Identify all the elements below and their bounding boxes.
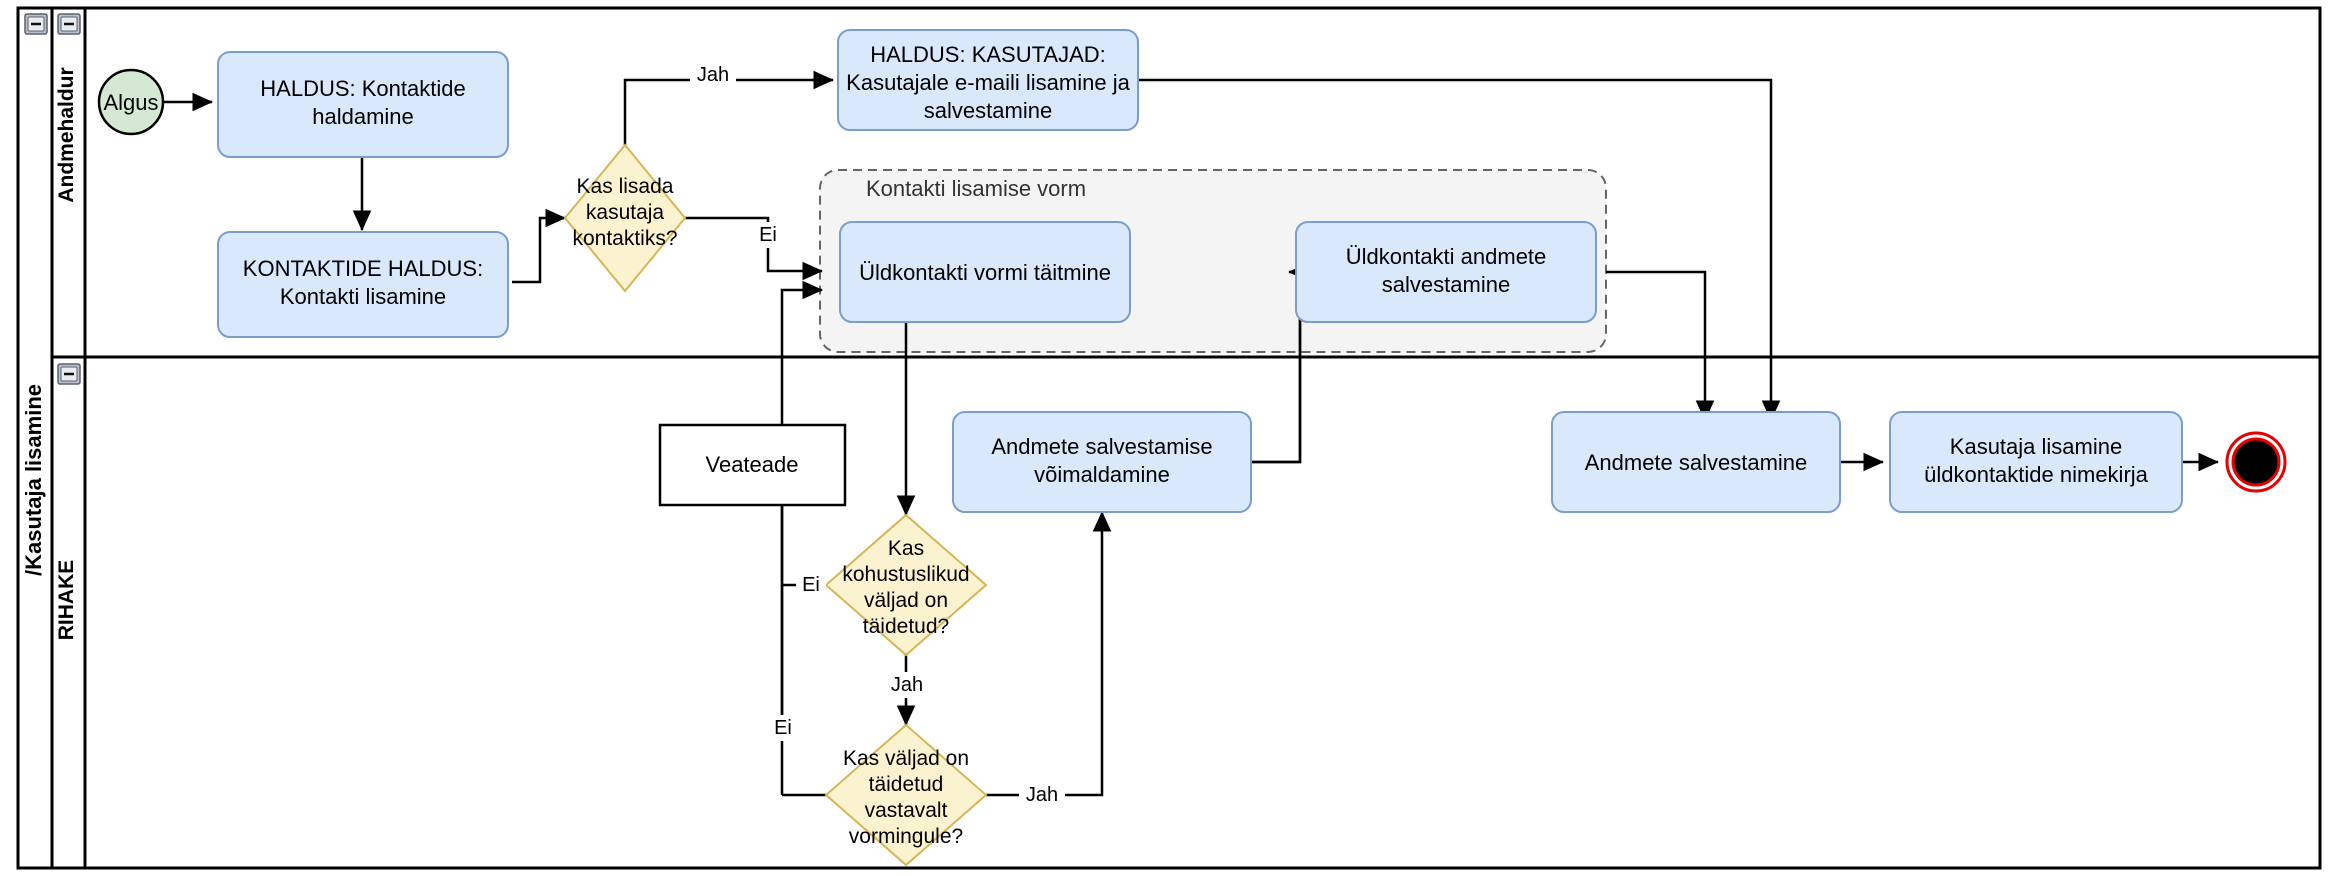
- task-label-t6-line2: võimaldamine: [1034, 462, 1170, 487]
- task-label-t6-line1: Andmete salvestamise: [991, 434, 1212, 459]
- task-haldus-kontaktide-haldamine[interactable]: HALDUS: Kontaktide haldamine: [217, 51, 509, 158]
- task-label-t2-line1: KONTAKTIDE HALDUS:: [243, 256, 483, 281]
- flow-label-g3-yes: Jah: [1026, 784, 1058, 806]
- end-event[interactable]: [2225, 431, 2287, 493]
- flow-label-g3-no: Ei: [774, 717, 792, 739]
- gateway-label-g2-line3: väljad on: [864, 589, 948, 612]
- lane-label-andmehaldur: Andmehaldur: [55, 67, 78, 202]
- task-label-t3-line3: salvestamine: [924, 98, 1052, 123]
- annotation-veateade: Veateade: [658, 423, 847, 507]
- task-label-t8-line2: üldkontaktide nimekirja: [1924, 462, 2149, 487]
- task-uldkontakti-andmete-salvestamine[interactable]: Üldkontakti andmete salvestamine: [1295, 221, 1597, 323]
- task-andmete-salvestamine[interactable]: Andmete salvestamine: [1551, 411, 1841, 513]
- flow-label-g1-yes: Jah: [697, 64, 729, 86]
- gateway-label-g1-line1: Kas lisada: [577, 175, 674, 198]
- start-event-label: Algus: [103, 90, 158, 115]
- task-label-t5-line2: salvestamine: [1382, 272, 1510, 297]
- start-event-algus[interactable]: Algus: [97, 68, 165, 136]
- gateway-kas-kohustuslikud-valjad-taidetud[interactable]: Kas kohustuslikud väljad on täidetud?: [824, 513, 988, 657]
- task-label-t1-line2: haldamine: [312, 104, 414, 129]
- gateway-label-g1-line2: kasutaja: [586, 201, 665, 224]
- gateway-label-g3-line4: vormingule?: [849, 825, 963, 848]
- task-label-t8-line1: Kasutaja lisamine: [1950, 434, 2122, 459]
- group-title: Kontakti lisamise vorm: [866, 176, 1086, 201]
- task-label-t4-line1: Üldkontakti vormi täitmine: [859, 260, 1111, 285]
- lane-collapse-icon-rihake[interactable]: [57, 363, 81, 385]
- flow-label-g2-no: Ei: [802, 574, 820, 596]
- gateway-kas-lisada-kasutaja-kontaktiks[interactable]: Kas lisada kasutaja kontaktiks?: [563, 143, 687, 293]
- pool-frame: [16, 6, 2322, 870]
- flow-labels: Jah Ei Ei Jah Ei Jah: [690, 62, 1065, 808]
- gateway-label-g2-line1: Kas: [888, 537, 924, 560]
- lane-collapse-icon-andmehaldur[interactable]: [57, 13, 81, 35]
- annotation-label-veateade: Veateade: [706, 452, 799, 477]
- task-kasutaja-lisamine-uldkontaktide-nimekirja[interactable]: Kasutaja lisamine üldkontaktide nimekirj…: [1889, 411, 2183, 513]
- pool-collapse-icon[interactable]: [24, 13, 48, 35]
- gateway-label-g3-line2: täidetud: [869, 773, 944, 796]
- task-uldkontakti-vormi-taitmine[interactable]: Üldkontakti vormi täitmine: [839, 221, 1131, 323]
- gateway-label-g3-line3: vastavalt: [865, 799, 948, 822]
- task-label-t3-line1: HALDUS: KASUTAJAD:: [870, 42, 1106, 67]
- gateway-kas-valjad-taidetud-vormingule[interactable]: Kas väljad on täidetud vastavalt vorming…: [824, 723, 988, 867]
- gateway-label-g2-line2: kohustuslikud: [842, 563, 969, 586]
- pool-label: /Kasutaja lisamine: [21, 384, 46, 576]
- task-label-t7-line1: Andmete salvestamine: [1585, 450, 1808, 475]
- task-andmete-salvestamise-voimaldamine[interactable]: Andmete salvestamise võimaldamine: [952, 411, 1252, 513]
- flow-label-g2-yes: Jah: [891, 674, 923, 696]
- gateway-label-g1-line3: kontaktiks?: [572, 227, 677, 250]
- flow-label-g1-no: Ei: [759, 224, 777, 246]
- task-label-t3-line2: Kasutajale e-maili lisamine ja: [846, 70, 1130, 95]
- gateway-label-g2-line4: täidetud?: [863, 615, 949, 638]
- lane-label-rihake: RIHAKE: [55, 560, 78, 641]
- task-kontaktide-haldus-kontakti-lisamine[interactable]: KONTAKTIDE HALDUS: Kontakti lisamine: [217, 231, 509, 338]
- task-label-t5-line1: Üldkontakti andmete: [1346, 244, 1547, 269]
- task-label-t2-line2: Kontakti lisamine: [280, 284, 446, 309]
- task-haldus-kasutajad-email[interactable]: HALDUS: KASUTAJAD: Kasutajale e-maili li…: [837, 29, 1139, 131]
- task-label-t1-line1: HALDUS: Kontaktide: [260, 76, 465, 101]
- gateway-label-g3-line1: Kas väljad on: [843, 747, 969, 770]
